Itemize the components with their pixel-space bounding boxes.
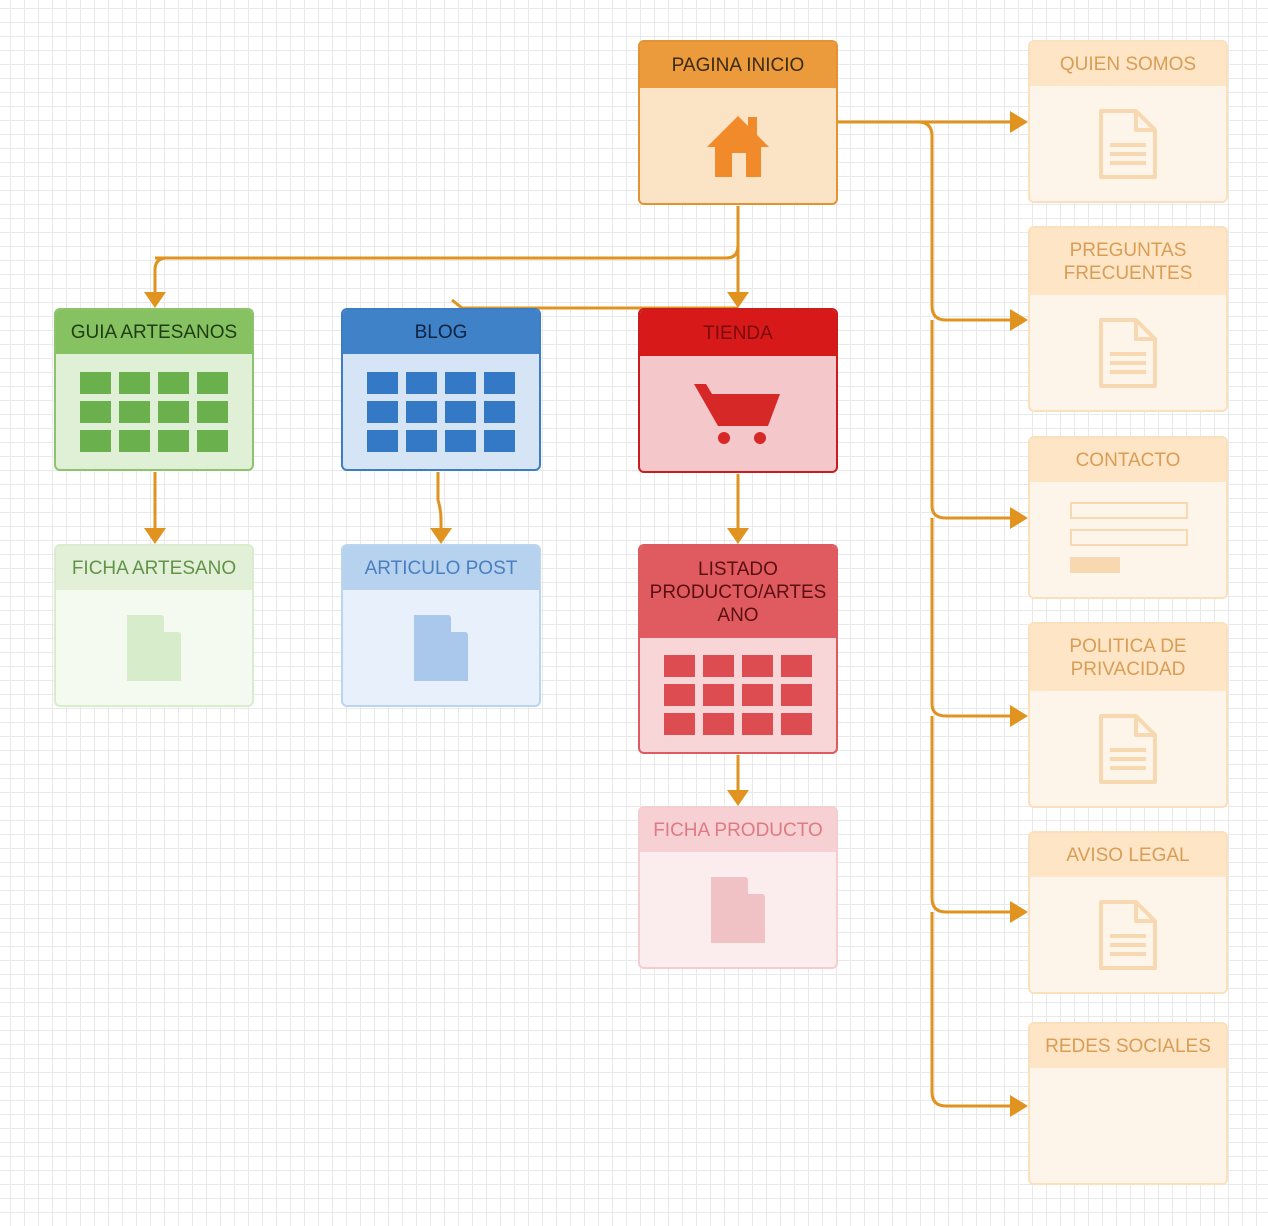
arrowhead-home-contact	[1010, 507, 1028, 529]
node-guia-artesanos[interactable]: GUIA ARTESANOS	[54, 308, 254, 471]
node-listado-producto[interactable]: LISTADO PRODUCTO/ARTES ANO	[638, 544, 838, 754]
grid-cell	[484, 429, 515, 452]
node-title: PAGINA INICIO	[640, 42, 836, 88]
grid-cell	[703, 655, 734, 677]
node-pagina-inicio[interactable]: PAGINA INICIO	[638, 40, 838, 205]
grid-cell	[445, 371, 476, 394]
text-document-icon	[1099, 108, 1157, 179]
grid-cell	[158, 400, 189, 423]
grid-cell	[742, 655, 773, 677]
grid-cell	[781, 713, 812, 735]
grid-cell	[119, 371, 150, 394]
grid-cell	[80, 371, 111, 394]
connector-home-privacy	[930, 518, 1012, 718]
grid-cell	[703, 684, 734, 706]
node-ficha-producto[interactable]: FICHA PRODUCTO	[638, 806, 838, 969]
connector-home-faq	[838, 120, 1012, 322]
arrowhead-home-faq	[1010, 309, 1028, 331]
shopping-cart-icon	[694, 383, 780, 444]
grid-cell	[445, 429, 476, 452]
node-blog[interactable]: BLOG	[341, 308, 541, 471]
arrowhead-home-shop	[727, 292, 749, 308]
connector-home-legal	[930, 716, 1012, 914]
node-contacto[interactable]: CONTACTO	[1028, 436, 1228, 599]
grid-cell	[119, 429, 150, 452]
node-politica-privacidad[interactable]: POLITICA DE PRIVACIDAD	[1028, 622, 1228, 808]
node-aviso-legal[interactable]: AVISO LEGAL	[1028, 831, 1228, 994]
arrowhead-home-artisans	[144, 292, 166, 308]
grid-cell	[445, 400, 476, 423]
node-title: GUIA ARTESANOS	[56, 310, 252, 354]
node-title: FICHA ARTESANO	[56, 546, 252, 590]
grid-cell	[367, 400, 398, 423]
home-icon	[707, 115, 769, 177]
node-quien-somos[interactable]: QUIEN SOMOS	[1028, 40, 1228, 203]
node-title: CONTACTO	[1030, 438, 1226, 482]
arrowhead-home-legal	[1010, 901, 1028, 923]
form-icon	[1070, 502, 1190, 574]
grid-cell	[781, 655, 812, 677]
connector-home-blog-tail	[451, 298, 738, 310]
connector-blog-post	[436, 472, 443, 530]
arrowhead-blog-post	[430, 528, 452, 544]
grid-cell	[197, 400, 228, 423]
grid-icon	[80, 371, 228, 452]
connector-home-artisans	[153, 206, 740, 294]
grid-cell	[119, 400, 150, 423]
grid-cell	[197, 371, 228, 394]
node-title: BLOG	[343, 310, 539, 354]
grid-cell	[742, 713, 773, 735]
grid-cell	[664, 684, 695, 706]
text-document-icon	[1099, 317, 1157, 388]
grid-icon	[367, 371, 515, 452]
node-redes-sociales[interactable]: REDES SOCIALES	[1028, 1022, 1228, 1185]
node-title: PREGUNTAS FRECUENTES	[1030, 228, 1226, 295]
grid-cell	[406, 429, 437, 452]
grid-cell	[703, 713, 734, 735]
grid-cell	[406, 400, 437, 423]
connector-home-blog	[155, 206, 740, 260]
node-tienda[interactable]: TIENDA	[638, 308, 838, 473]
node-title: TIENDA	[640, 310, 836, 356]
document-icon	[711, 876, 765, 943]
grid-cell	[406, 371, 437, 394]
arrowhead-home-social	[1010, 1095, 1028, 1117]
grid-cell	[197, 429, 228, 452]
node-title: AVISO LEGAL	[1030, 833, 1226, 877]
connector-home-social	[930, 912, 1012, 1108]
arrowhead-product_list-product_detail	[727, 790, 749, 806]
grid-cell	[742, 684, 773, 706]
node-ficha-artesano[interactable]: FICHA ARTESANO	[54, 544, 254, 707]
arrowhead-home-about	[1010, 111, 1028, 133]
document-icon	[414, 614, 468, 681]
node-title: ARTICULO POST	[343, 546, 539, 590]
grid-cell	[484, 371, 515, 394]
text-document-icon	[1099, 713, 1157, 784]
document-icon	[127, 614, 181, 681]
grid-cell	[781, 684, 812, 706]
arrowhead-home-privacy	[1010, 705, 1028, 727]
node-title: LISTADO PRODUCTO/ARTES ANO	[640, 546, 836, 638]
node-articulo-post[interactable]: ARTICULO POST	[341, 544, 541, 707]
node-title: FICHA PRODUCTO	[640, 808, 836, 852]
connector-home-contact	[930, 320, 1012, 520]
grid-cell	[484, 400, 515, 423]
arrowhead-shop-product_list	[727, 528, 749, 544]
grid-icon	[664, 655, 812, 735]
grid-cell	[158, 371, 189, 394]
grid-cell	[158, 429, 189, 452]
node-title: REDES SOCIALES	[1030, 1024, 1226, 1068]
node-title: QUIEN SOMOS	[1030, 42, 1226, 86]
text-document-icon	[1099, 899, 1157, 970]
grid-cell	[664, 655, 695, 677]
grid-cell	[367, 371, 398, 394]
grid-cell	[664, 713, 695, 735]
grid-cell	[367, 429, 398, 452]
grid-cell	[80, 429, 111, 452]
node-preguntas-frecuentes[interactable]: PREGUNTAS FRECUENTES	[1028, 226, 1228, 412]
grid-cell	[80, 400, 111, 423]
node-title: POLITICA DE PRIVACIDAD	[1030, 624, 1226, 691]
arrowhead-artisans-artisan_detail	[144, 528, 166, 544]
